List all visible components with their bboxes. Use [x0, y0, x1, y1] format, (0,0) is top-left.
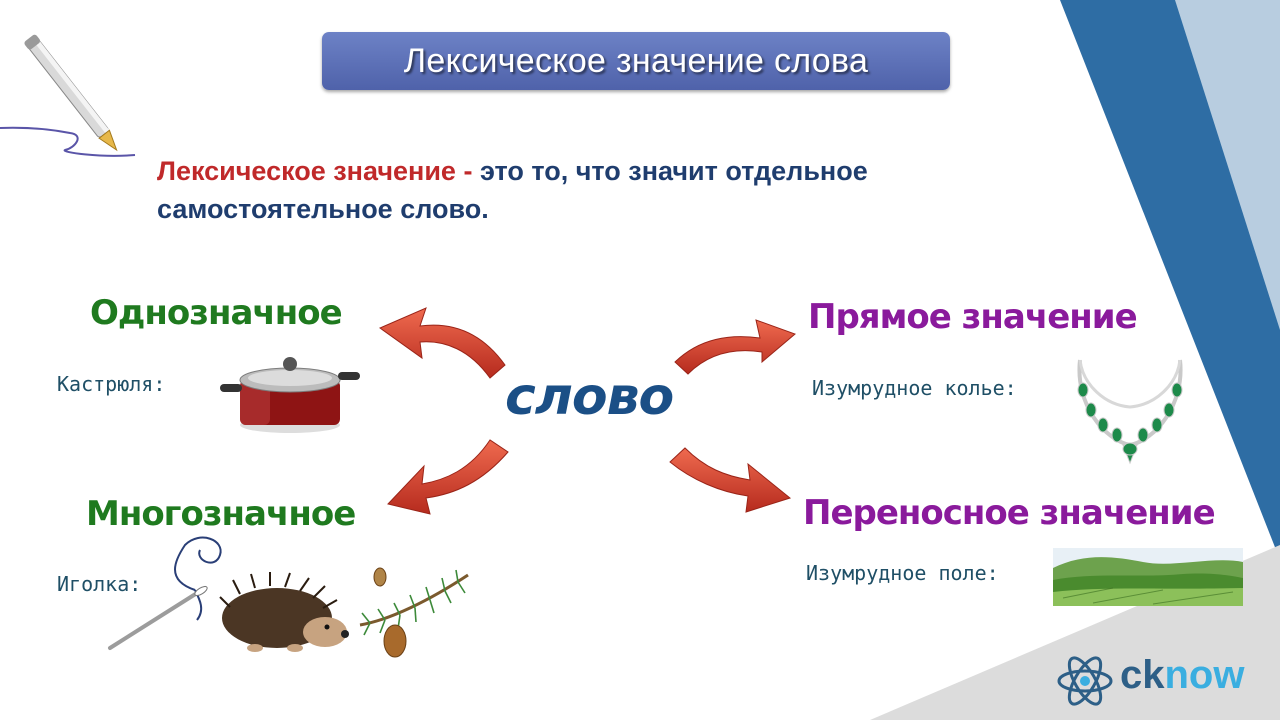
emerald-necklace-icon: [1077, 359, 1183, 465]
arrow-down-left-icon: [387, 439, 509, 515]
definition-text: это то, что значит отдельное самостоятел…: [157, 156, 868, 224]
heading-figurative-meaning: Переносное значение: [803, 493, 1216, 533]
arrows-diagram: [378, 307, 796, 515]
logo-part-ck: ck: [1120, 653, 1165, 697]
page-title: Лексическое значение слова: [403, 41, 869, 80]
title-banner: Лексическое значение слова: [322, 32, 950, 90]
heading-single-meaning: Однозначное: [90, 293, 343, 333]
example-field-label: Изумрудное поле:: [806, 561, 999, 585]
heading-multi-meaning: Многозначное: [86, 494, 356, 534]
pine-branch-icon: [359, 567, 469, 658]
arrow-up-right-icon: [674, 319, 796, 375]
logo-wordmark: cknow: [1120, 653, 1244, 698]
pen-icon: [0, 34, 136, 157]
heading-direct-meaning: Прямое значение: [808, 297, 1138, 337]
example-saucepan-label: Кастрюля:: [57, 372, 166, 396]
definition-term: Лексическое значение: [157, 156, 456, 186]
definition-dash: -: [455, 156, 480, 186]
saucepan-icon: [220, 357, 360, 433]
needle-icon: [108, 536, 222, 650]
center-word: слово: [505, 367, 674, 427]
arrow-up-left-icon: [378, 307, 506, 379]
definition: Лексическое значение - это то, что значи…: [157, 152, 1017, 228]
hedgehog-icon: [219, 572, 349, 652]
green-field-icon: [1053, 548, 1243, 606]
example-necklace-label: Изумрудное колье:: [812, 376, 1017, 400]
arrow-down-right-icon: [669, 447, 792, 513]
example-needle-label: Иголка:: [57, 572, 142, 596]
atom-logo-icon: [1057, 656, 1113, 706]
logo-part-now: now: [1164, 653, 1245, 697]
